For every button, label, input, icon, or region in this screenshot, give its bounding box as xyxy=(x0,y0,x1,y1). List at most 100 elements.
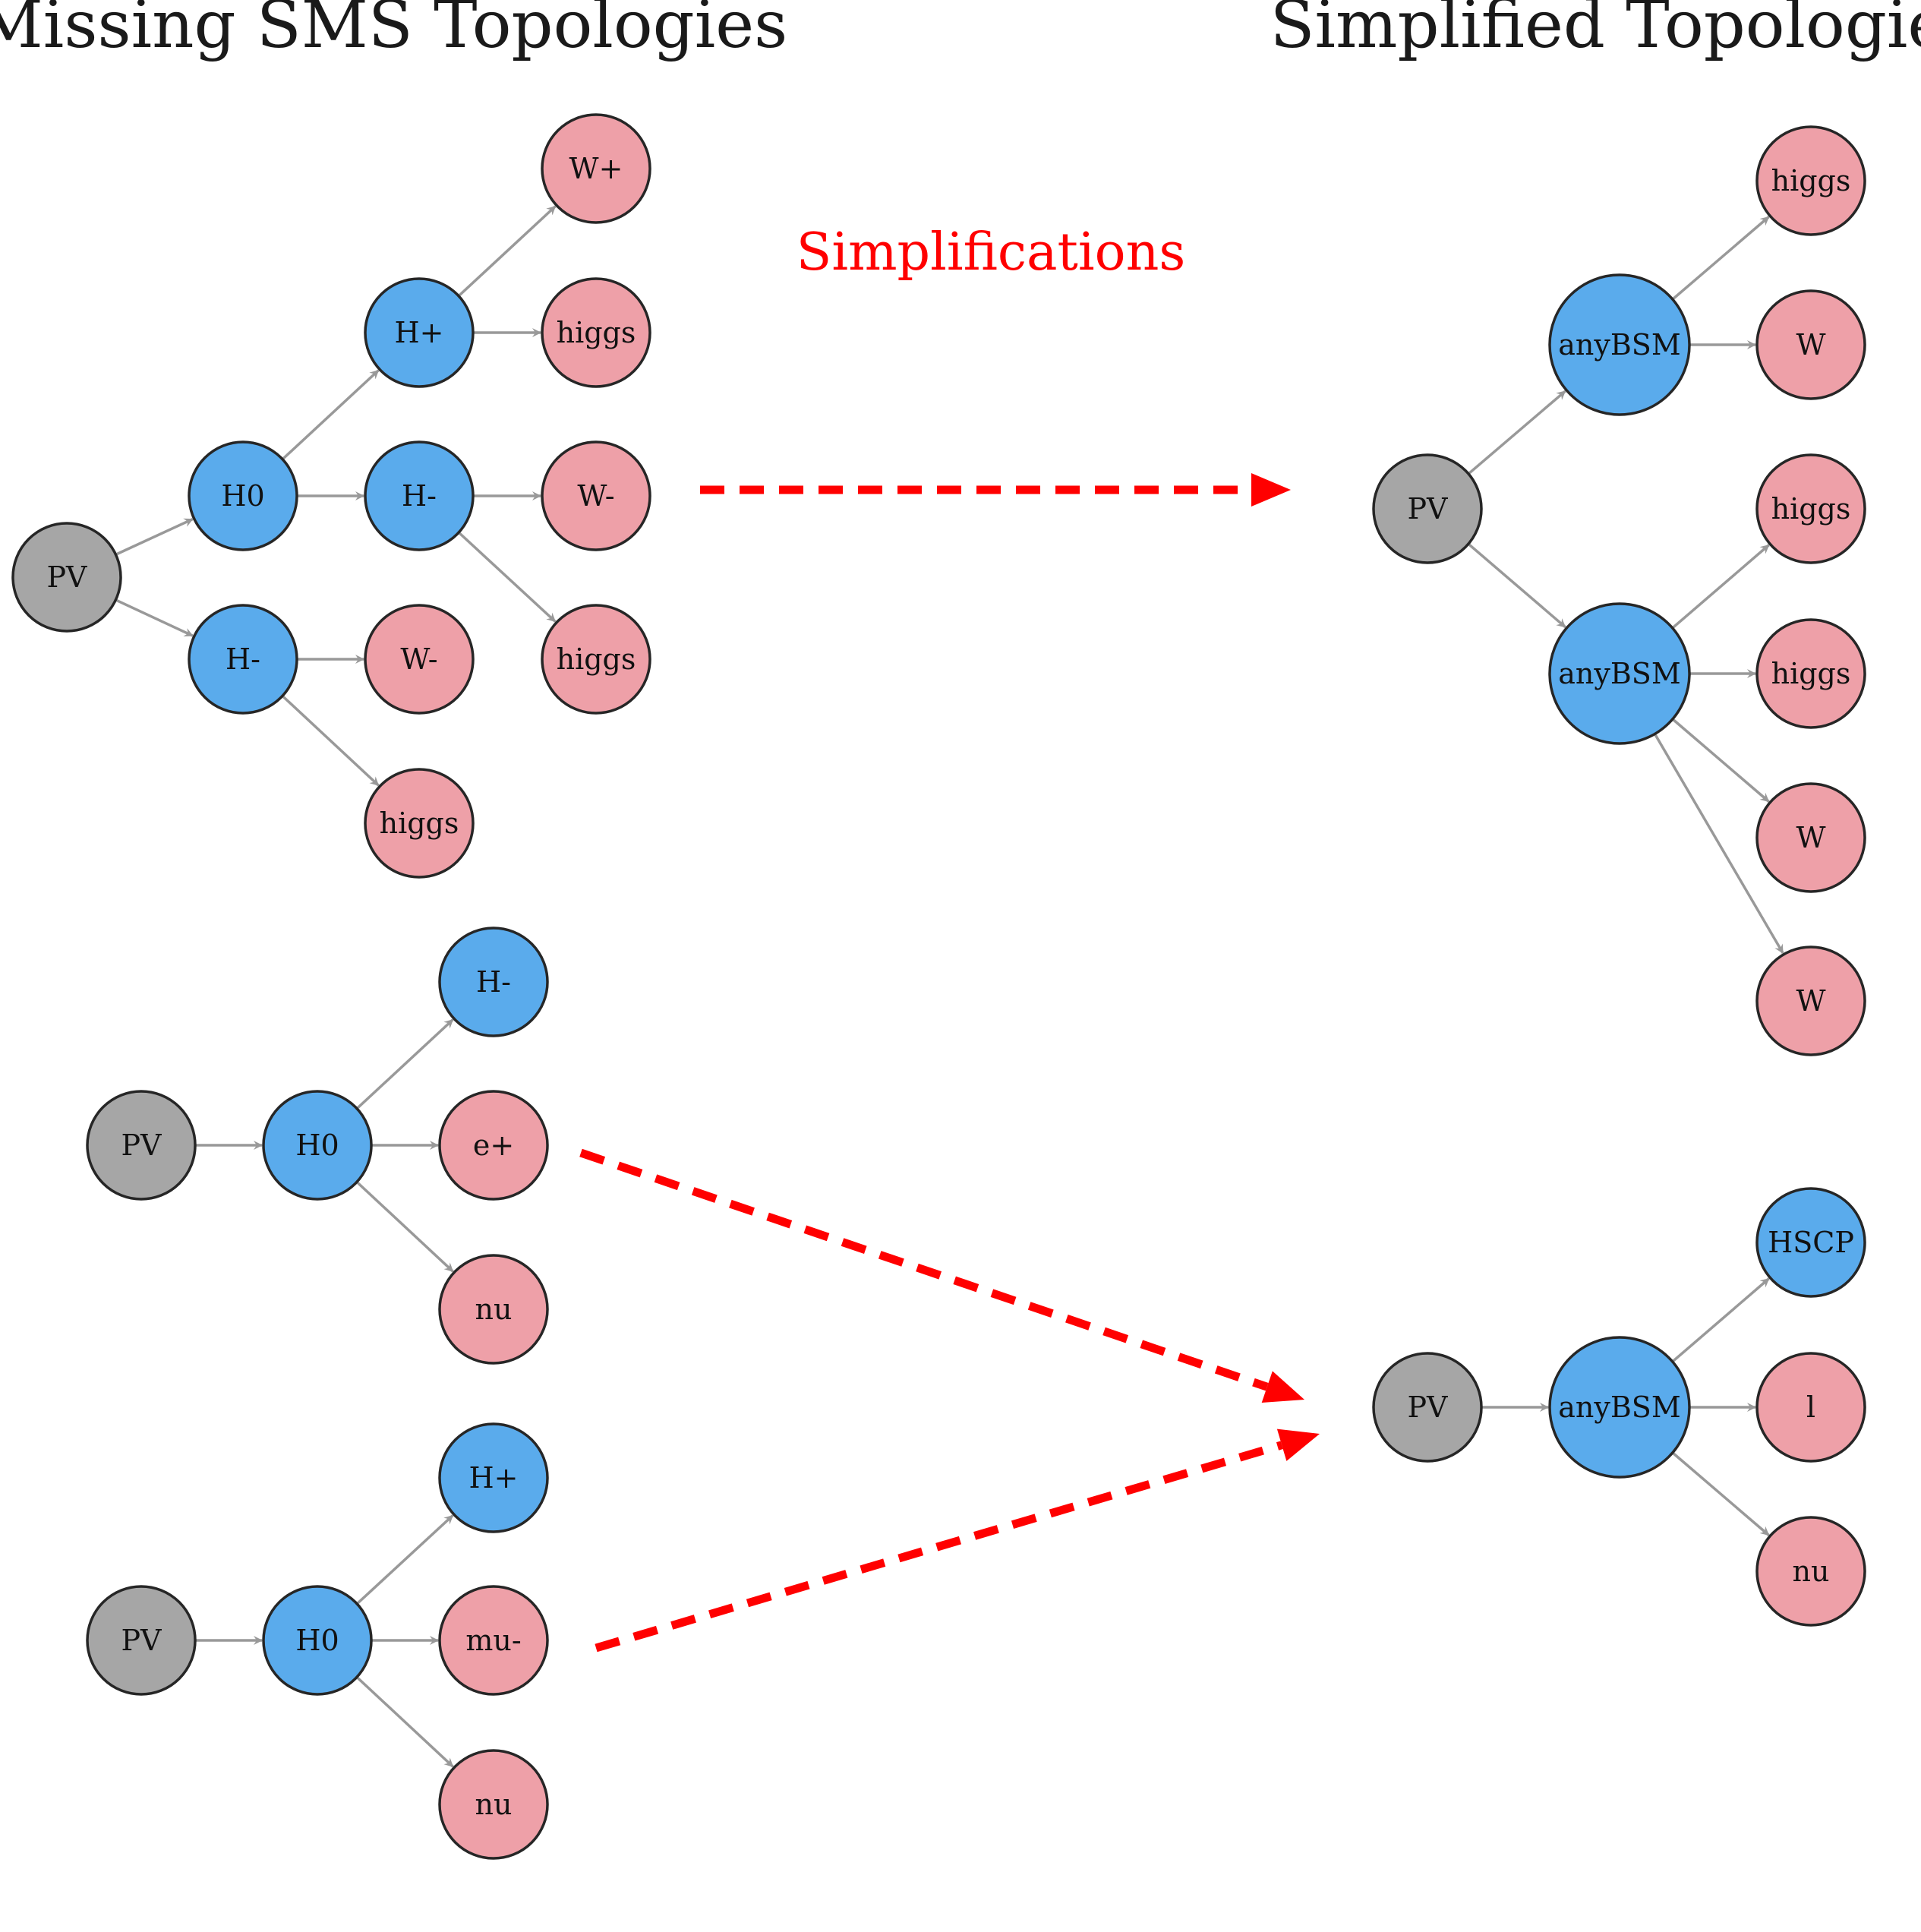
node-w: W xyxy=(1755,289,1866,400)
edge-arrow xyxy=(1671,1277,1770,1363)
node-pv: PV xyxy=(86,1090,197,1201)
node-circle xyxy=(1755,945,1866,1056)
node-circle xyxy=(1755,618,1866,729)
node-pv: PV xyxy=(1372,1352,1483,1463)
node-circle xyxy=(188,604,298,715)
node-label: H- xyxy=(226,642,260,676)
node-circle xyxy=(364,604,475,715)
node-hplus: H+ xyxy=(364,277,475,388)
node-hminus: H- xyxy=(438,927,549,1037)
node-pv: PV xyxy=(86,1585,197,1696)
node-circle xyxy=(1755,453,1866,564)
edge-arrow xyxy=(1671,216,1770,301)
node-circle xyxy=(262,1585,373,1696)
node-circle xyxy=(438,1090,549,1201)
node-muminus: mu- xyxy=(438,1585,549,1696)
node-h0: H0 xyxy=(188,440,298,551)
node-circle xyxy=(1755,1352,1866,1463)
simplification-arrows xyxy=(579,473,1320,1653)
node-label: H+ xyxy=(469,1461,519,1495)
node-circle xyxy=(438,1254,549,1365)
node-circle xyxy=(262,1090,373,1201)
node-label: W- xyxy=(400,642,437,676)
node-circle xyxy=(541,277,651,388)
node-circle xyxy=(364,277,475,388)
node-label: higgs xyxy=(1771,657,1851,690)
node-circle xyxy=(1755,782,1866,893)
left-title: Missing SMS Topologies xyxy=(0,0,787,63)
simplification-arrow-2 xyxy=(579,1148,1304,1403)
node-label: W xyxy=(1796,821,1825,854)
node-circle xyxy=(438,1585,549,1696)
node-higgs: higgs xyxy=(1755,125,1866,236)
node-nu: nu xyxy=(1755,1516,1866,1627)
node-label: W xyxy=(1796,984,1825,1018)
node-label: HSCP xyxy=(1768,1226,1854,1259)
node-label: mu- xyxy=(465,1624,521,1657)
edge-arrow xyxy=(457,531,557,623)
node-circle xyxy=(1372,1352,1483,1463)
edge-arrow xyxy=(1671,1451,1770,1536)
edge-arrow xyxy=(1467,542,1566,629)
node-circle xyxy=(541,604,651,715)
node-label: e+ xyxy=(473,1129,514,1162)
node-label: PV xyxy=(121,1624,162,1657)
graph-edges xyxy=(115,205,1784,1768)
node-label: anyBSM xyxy=(1558,657,1680,690)
arrow-head xyxy=(1261,1371,1304,1403)
node-label: PV xyxy=(46,560,87,594)
edge-arrow xyxy=(115,517,194,556)
node-higgs: higgs xyxy=(541,277,651,388)
node-label: anyBSM xyxy=(1558,328,1680,361)
node-circle xyxy=(1755,289,1866,400)
node-w: W xyxy=(1755,782,1866,893)
edge-arrow xyxy=(356,1514,454,1605)
node-circle xyxy=(541,113,651,224)
node-higgs: higgs xyxy=(1755,453,1866,564)
node-label: higgs xyxy=(557,642,636,676)
node-circle xyxy=(438,1749,549,1860)
dashed-line xyxy=(595,1441,1283,1653)
simplification-arrow-3 xyxy=(595,1428,1320,1653)
node-pv: PV xyxy=(1372,453,1483,564)
edge-arrow xyxy=(1653,733,1784,954)
node-circle xyxy=(1372,453,1483,564)
node-circle xyxy=(364,440,475,551)
node-eplus: e+ xyxy=(438,1090,549,1201)
node-label: H0 xyxy=(221,479,264,513)
node-label: PV xyxy=(1407,1391,1448,1424)
node-label: H+ xyxy=(395,316,444,349)
node-label: anyBSM xyxy=(1558,1391,1680,1424)
node-circle xyxy=(438,927,549,1037)
node-circle xyxy=(438,1422,549,1533)
node-circle xyxy=(1548,602,1691,745)
node-nu: nu xyxy=(438,1254,549,1365)
node-label: higgs xyxy=(1771,164,1851,197)
node-hplus: H+ xyxy=(438,1422,549,1533)
node-w: W xyxy=(1755,945,1866,1056)
edge-arrow xyxy=(355,1181,454,1273)
node-label: nu xyxy=(475,1293,513,1326)
edge-arrow xyxy=(1671,544,1770,630)
node-label: W+ xyxy=(569,152,623,185)
node-h0: H0 xyxy=(262,1585,373,1696)
node-l: l xyxy=(1755,1352,1866,1463)
node-label: H- xyxy=(402,479,437,513)
node-label: l xyxy=(1806,1391,1815,1424)
node-circle xyxy=(541,440,651,551)
edge-arrow xyxy=(355,1676,454,1768)
node-label: higgs xyxy=(557,316,636,349)
edge-arrow xyxy=(457,205,557,298)
node-label: nu xyxy=(475,1788,513,1821)
node-label: H0 xyxy=(295,1129,339,1162)
node-anybsm: anyBSM xyxy=(1548,1336,1691,1479)
node-circle xyxy=(11,522,122,633)
node-label: H0 xyxy=(295,1624,339,1657)
node-higgs: higgs xyxy=(1755,618,1866,729)
node-circle xyxy=(188,440,298,551)
node-pv: PV xyxy=(11,522,122,633)
edge-arrow xyxy=(281,695,380,787)
node-circle xyxy=(364,768,475,879)
node-circle xyxy=(1755,1187,1866,1298)
